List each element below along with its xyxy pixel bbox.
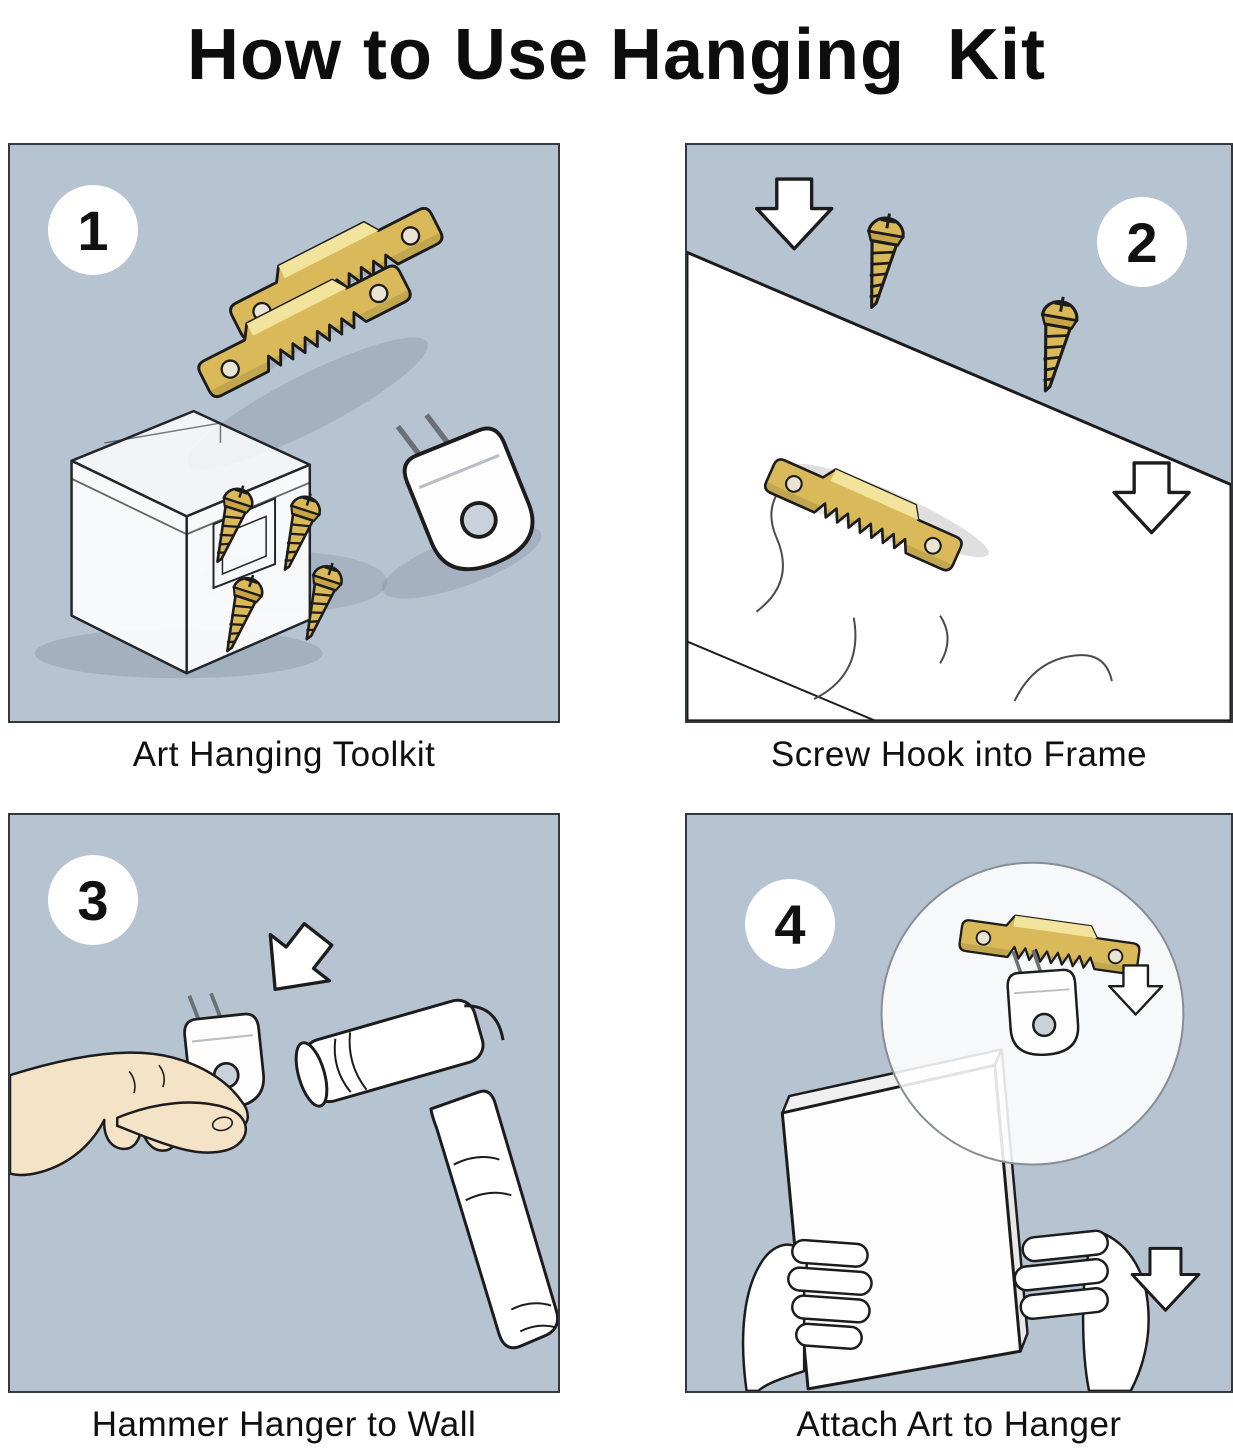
step-caption: Hammer Hanger to Wall — [91, 1405, 477, 1444]
hammer-to-wall-illustration — [10, 909, 558, 1350]
step-1-panel: 1 — [8, 143, 560, 723]
step-1: 1 Art Hanging Toolkit — [8, 143, 560, 775]
step-number-badge: 3 — [48, 855, 138, 945]
step-2: 2 Screw Hook into Frame — [685, 143, 1233, 775]
step-number: 4 — [774, 892, 806, 956]
step-3-panel: 3 — [8, 813, 560, 1393]
step-number: 3 — [77, 868, 109, 932]
step-caption: Attach Art to Hanger — [796, 1405, 1122, 1444]
screw-icon — [1027, 292, 1082, 396]
step-caption: Screw Hook into Frame — [770, 735, 1148, 774]
page-title: How to Use Hanging Kit — [187, 15, 1046, 95]
step-number-badge: 4 — [745, 879, 835, 969]
step-number-badge: 2 — [1097, 197, 1187, 287]
steps-grid: 1 Art Hanging Toolkit — [8, 143, 1233, 1445]
screw-icon — [854, 208, 909, 313]
hand-holding-hook — [10, 1051, 249, 1177]
step-4-panel: 4 — [685, 813, 1233, 1393]
hammer — [294, 998, 558, 1350]
step-2-panel: 2 — [685, 143, 1233, 723]
screw-into-frame-illustration — [687, 177, 1231, 721]
hand-left — [741, 1238, 873, 1391]
step-caption: Art Hanging Toolkit — [132, 735, 436, 774]
picture-frame-edge — [687, 250, 1231, 721]
step-number-badge: 1 — [48, 185, 138, 275]
step-number: 2 — [1126, 210, 1158, 274]
storage-box — [70, 409, 312, 675]
down-left-arrow-icon — [243, 909, 350, 1015]
hand-right — [1013, 1229, 1150, 1391]
step-3: 3 Hammer Hanger to Wall — [8, 813, 560, 1445]
step-number: 1 — [77, 198, 109, 262]
step-4: 4 Attach Art to Hanger — [685, 813, 1233, 1445]
down-arrow-icon — [755, 177, 834, 251]
attach-art-illustration — [741, 861, 1201, 1391]
toolkit-illustration — [34, 191, 558, 679]
